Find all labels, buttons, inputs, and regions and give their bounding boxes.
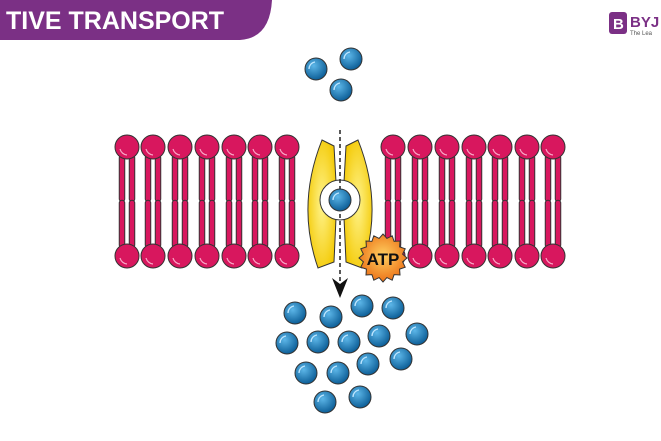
phospholipid bbox=[434, 134, 460, 269]
molecule bbox=[339, 47, 363, 71]
phospholipid bbox=[407, 134, 433, 269]
phospholipid bbox=[167, 134, 193, 269]
lipid-head bbox=[140, 134, 166, 160]
phospholipid bbox=[540, 134, 566, 269]
molecule bbox=[275, 331, 299, 355]
molecule bbox=[328, 188, 352, 212]
molecule bbox=[350, 294, 374, 318]
lipid-head bbox=[274, 134, 300, 160]
lipid-head bbox=[514, 134, 540, 160]
lipid-head bbox=[221, 243, 247, 269]
molecule bbox=[348, 385, 372, 409]
lipid-head bbox=[247, 243, 273, 269]
molecule bbox=[337, 330, 361, 354]
lipid-head bbox=[221, 134, 247, 160]
title-banner: TIVE TRANSPORT bbox=[0, 0, 272, 40]
phospholipid bbox=[114, 134, 140, 269]
phospholipid bbox=[140, 134, 166, 269]
lipid-head bbox=[487, 243, 513, 269]
molecule bbox=[306, 330, 330, 354]
molecule bbox=[367, 324, 391, 348]
phospholipid bbox=[247, 134, 273, 269]
phospholipid bbox=[221, 134, 247, 269]
phospholipid bbox=[194, 134, 220, 269]
page-title: TIVE TRANSPORT bbox=[6, 7, 224, 35]
lipid-head bbox=[114, 134, 140, 160]
molecule bbox=[313, 390, 337, 414]
molecule bbox=[326, 361, 350, 385]
lipid-head bbox=[434, 243, 460, 269]
molecule bbox=[304, 57, 328, 81]
molecule bbox=[389, 347, 413, 371]
phospholipid bbox=[461, 134, 487, 269]
lipid-head bbox=[434, 134, 460, 160]
logo-text: BYJ bbox=[630, 14, 659, 31]
lipid-head bbox=[461, 243, 487, 269]
lipid-head bbox=[407, 134, 433, 160]
lipid-head bbox=[114, 243, 140, 269]
molecule bbox=[381, 296, 405, 320]
lipid-head bbox=[167, 243, 193, 269]
lipid-head bbox=[514, 243, 540, 269]
lipid-head bbox=[407, 243, 433, 269]
lipid-head bbox=[380, 134, 406, 160]
molecule bbox=[319, 305, 343, 329]
byjus-logo: B BYJ The Lea bbox=[609, 12, 659, 37]
lipid-head bbox=[487, 134, 513, 160]
lipid-head bbox=[540, 243, 566, 269]
transport-arrow bbox=[332, 130, 348, 298]
atp-label: ATP bbox=[367, 250, 400, 269]
lipid-head bbox=[247, 134, 273, 160]
lipid-head bbox=[194, 243, 220, 269]
molecule bbox=[283, 301, 307, 325]
logo-tagline: The Lea bbox=[630, 31, 653, 37]
molecules bbox=[275, 47, 429, 414]
molecule bbox=[405, 322, 429, 346]
phospholipid bbox=[274, 134, 300, 269]
atp-burst: ATP bbox=[358, 233, 408, 283]
molecule bbox=[294, 361, 318, 385]
lipid-head bbox=[461, 134, 487, 160]
carrier-protein bbox=[307, 139, 373, 269]
phospholipid bbox=[514, 134, 540, 269]
lipid-head bbox=[194, 134, 220, 160]
lipid-head bbox=[140, 243, 166, 269]
molecule bbox=[329, 78, 353, 102]
lipid-head bbox=[167, 134, 193, 160]
lipid-head bbox=[540, 134, 566, 160]
svg-text:B: B bbox=[613, 16, 624, 33]
lipid-head bbox=[274, 243, 300, 269]
molecule bbox=[356, 352, 380, 376]
phospholipid bbox=[487, 134, 513, 269]
